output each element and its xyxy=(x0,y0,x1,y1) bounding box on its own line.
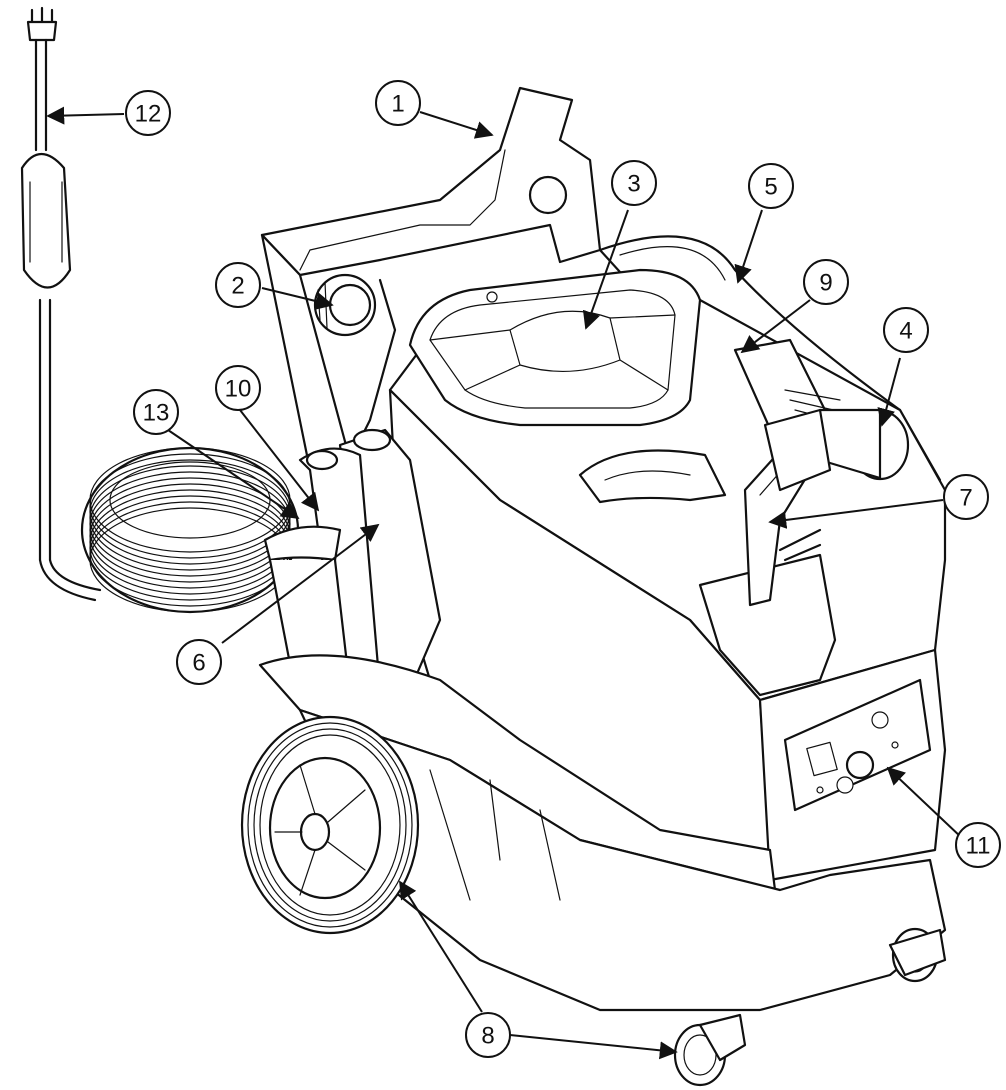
callout-1: 1 xyxy=(375,80,421,126)
callout-6: 6 xyxy=(176,639,222,685)
svg-text:5: 5 xyxy=(764,174,777,201)
callout-4: 4 xyxy=(883,307,929,353)
callout-8: 8 xyxy=(465,1012,511,1058)
callout-7: 7 xyxy=(943,474,989,520)
callout-3: 3 xyxy=(611,160,657,206)
svg-text:6: 6 xyxy=(192,650,205,677)
svg-text:3: 3 xyxy=(627,171,640,198)
callout-10: 10 xyxy=(215,365,261,411)
callout-12: 12 xyxy=(125,90,171,136)
leader-lines xyxy=(46,106,963,1060)
power-cord xyxy=(20,6,102,602)
machine-body xyxy=(258,86,947,1012)
svg-text:2: 2 xyxy=(231,273,244,300)
svg-text:7: 7 xyxy=(959,485,972,512)
callout-13: 13 xyxy=(133,389,179,435)
svg-text:8: 8 xyxy=(481,1023,494,1050)
callout-2: 2 xyxy=(215,262,261,308)
svg-text:10: 10 xyxy=(225,376,252,403)
hose-coil xyxy=(80,446,300,614)
callout-9: 9 xyxy=(803,259,849,305)
svg-text:12: 12 xyxy=(135,101,162,128)
callout-5: 5 xyxy=(748,163,794,209)
svg-text:13: 13 xyxy=(143,400,170,427)
callout-11: 11 xyxy=(955,822,1001,868)
svg-text:9: 9 xyxy=(819,270,832,297)
svg-text:1: 1 xyxy=(391,91,404,118)
svg-text:11: 11 xyxy=(966,833,991,860)
svg-text:4: 4 xyxy=(899,318,912,345)
